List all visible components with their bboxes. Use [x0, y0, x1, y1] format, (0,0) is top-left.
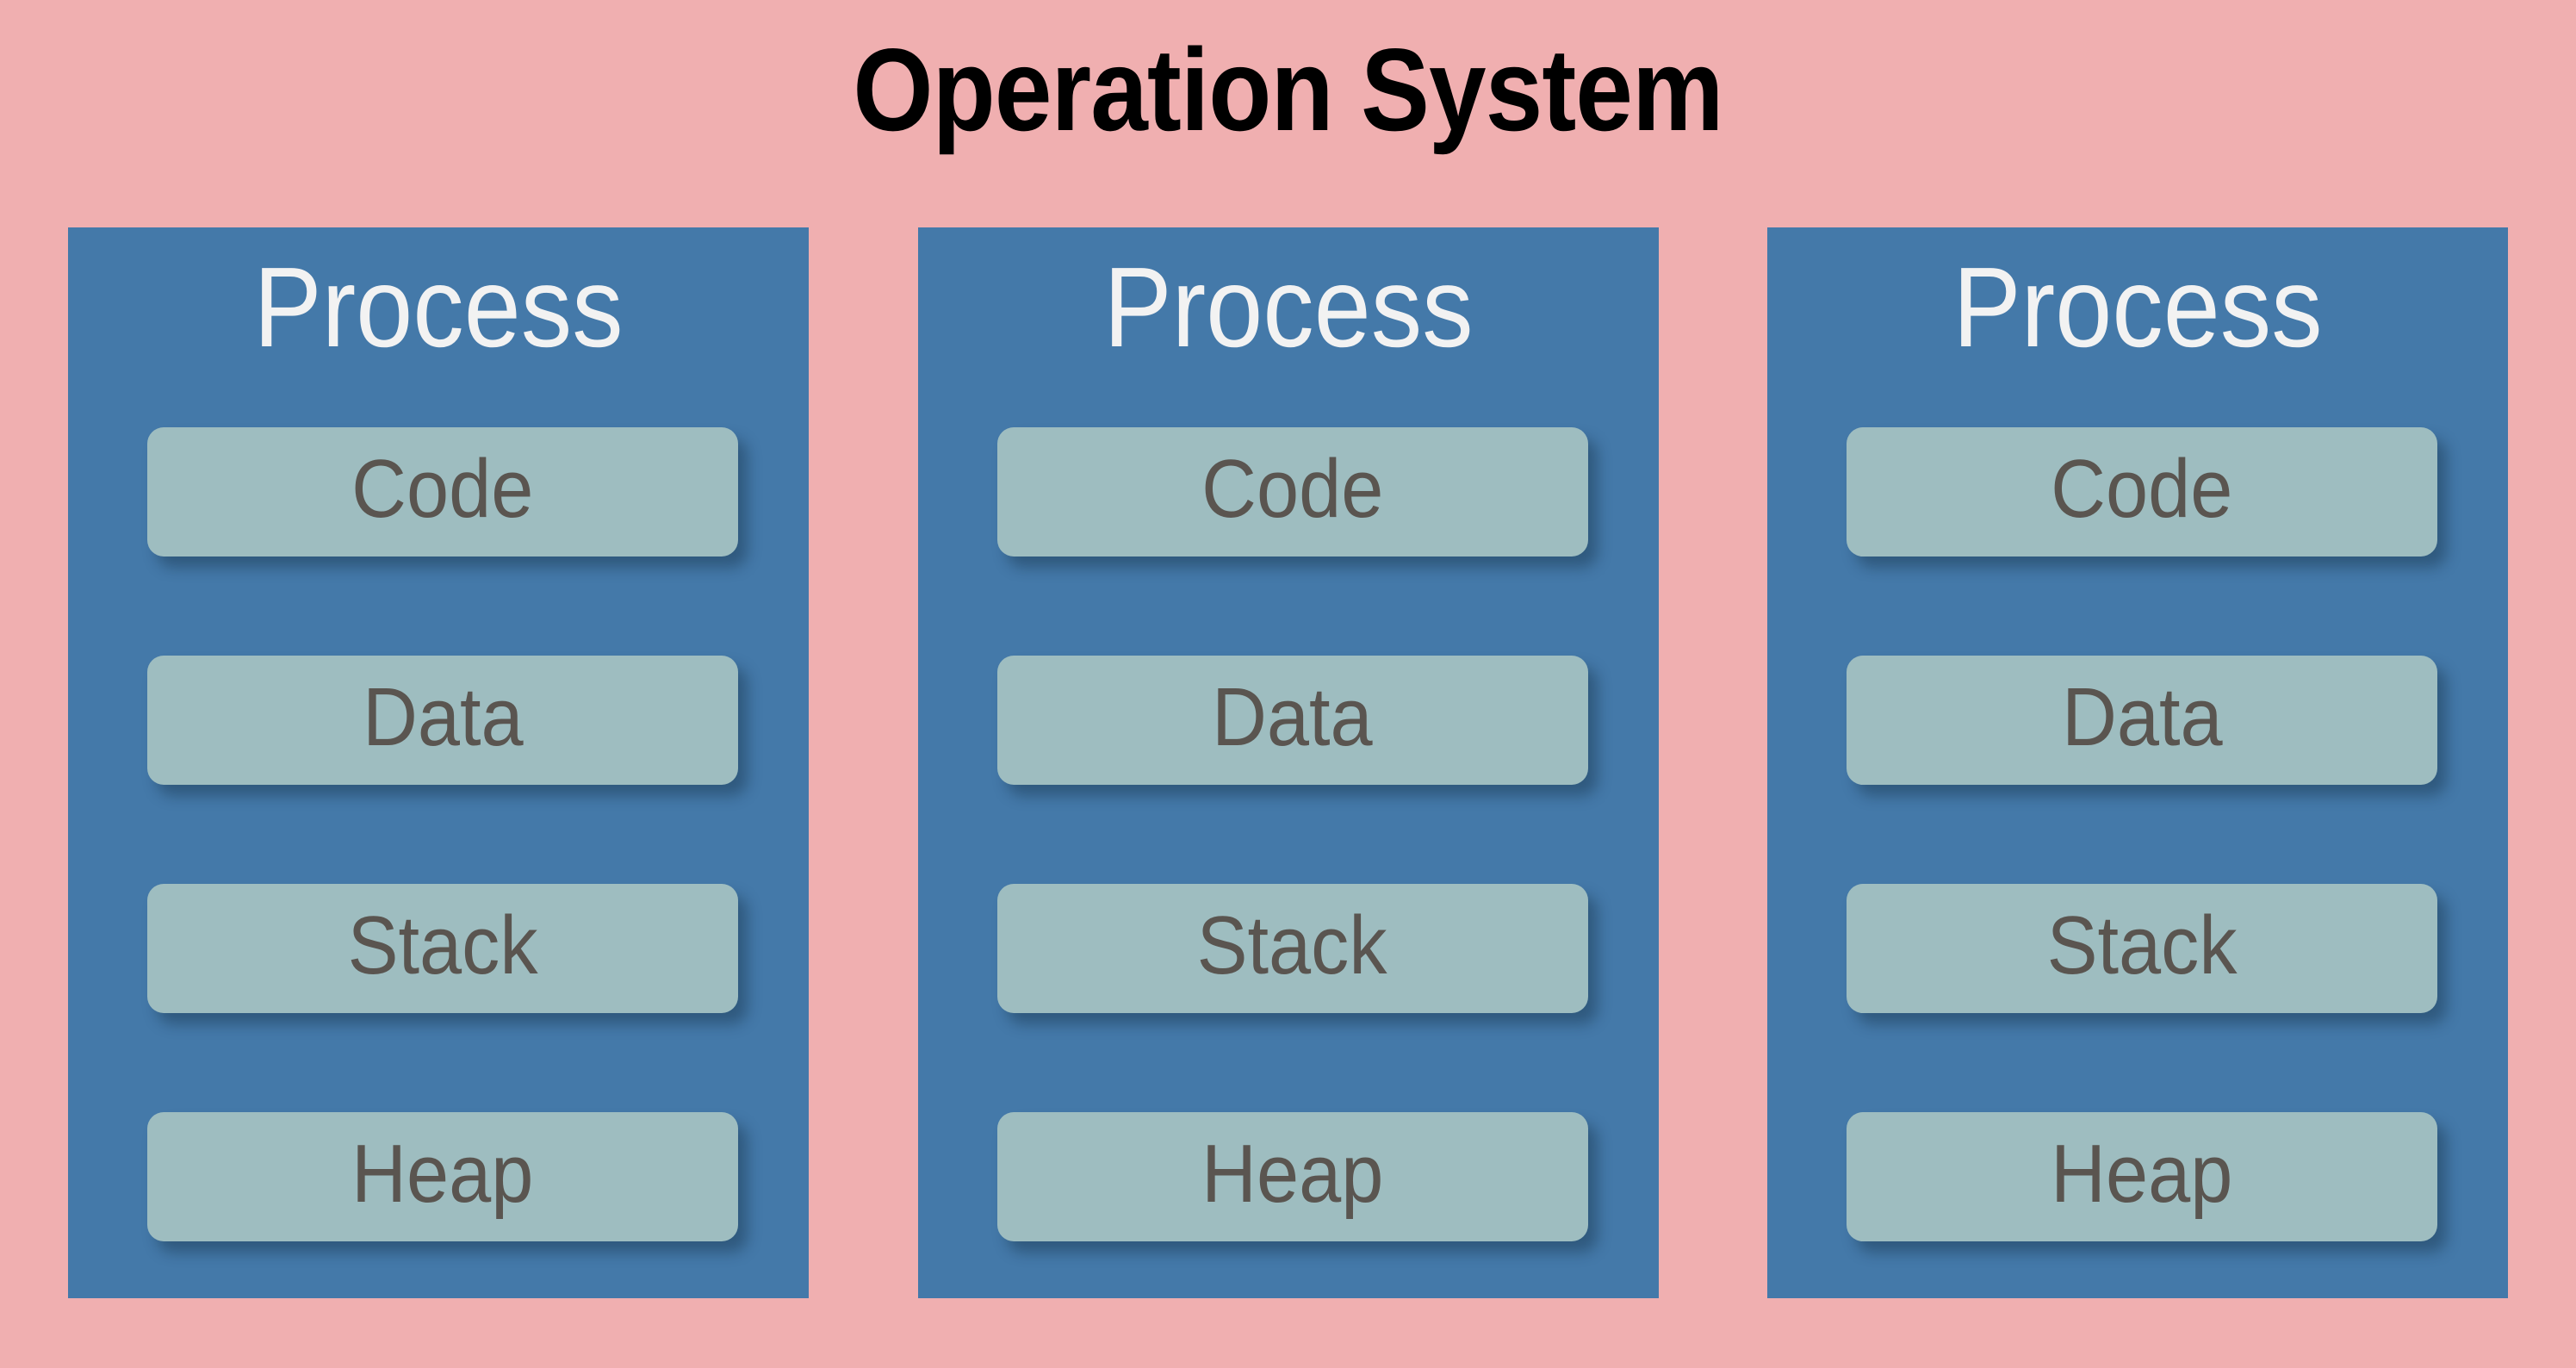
process-heading-1: Process: [253, 244, 624, 370]
segment-label-data-1: Data: [362, 671, 524, 763]
segment-label-heap-3: Heap: [2051, 1128, 2233, 1220]
process-heading-2: Process: [1102, 244, 1474, 370]
segment-data-3: Data: [1847, 656, 2437, 785]
process-block-3: Process Code Data Stack Heap: [1767, 227, 2508, 1298]
memory-segment-list-1: Code Data Stack Heap: [147, 427, 738, 1241]
segment-label-stack-3: Stack: [2046, 899, 2238, 992]
process-block-1: Process Code Data Stack Heap: [68, 227, 809, 1298]
segment-stack-3: Stack: [1847, 884, 2437, 1013]
segment-stack-1: Stack: [147, 884, 738, 1013]
segment-data-2: Data: [996, 656, 1588, 785]
segment-label-code-1: Code: [351, 443, 534, 535]
page-title: Operation System: [853, 24, 1723, 155]
memory-segment-list-2: Code Data Stack Heap: [996, 427, 1588, 1241]
segment-stack-2: Stack: [996, 884, 1588, 1013]
segment-label-data-2: Data: [1212, 671, 1373, 763]
segment-code-3: Code: [1847, 427, 2437, 557]
segment-label-stack-2: Stack: [1197, 899, 1387, 992]
segment-code-1: Code: [147, 427, 738, 557]
segment-label-stack-1: Stack: [347, 899, 538, 992]
segment-heap-1: Heap: [147, 1112, 738, 1241]
segment-label-code-2: Code: [1201, 443, 1384, 535]
segment-heap-3: Heap: [1847, 1112, 2437, 1241]
process-heading-3: Process: [1952, 244, 2323, 370]
segment-label-heap-1: Heap: [351, 1128, 534, 1220]
segment-label-heap-2: Heap: [1201, 1128, 1384, 1220]
segment-label-code-3: Code: [2051, 443, 2233, 535]
segment-data-1: Data: [147, 656, 738, 785]
segment-code-2: Code: [996, 427, 1588, 557]
segment-label-data-3: Data: [2061, 671, 2223, 763]
segment-heap-2: Heap: [996, 1112, 1588, 1241]
process-block-2: Process Code Data Stack Heap: [917, 227, 1659, 1298]
memory-segment-list-3: Code Data Stack Heap: [1847, 427, 2437, 1241]
process-list: Process Code Data Stack Heap Process: [68, 227, 2508, 1298]
